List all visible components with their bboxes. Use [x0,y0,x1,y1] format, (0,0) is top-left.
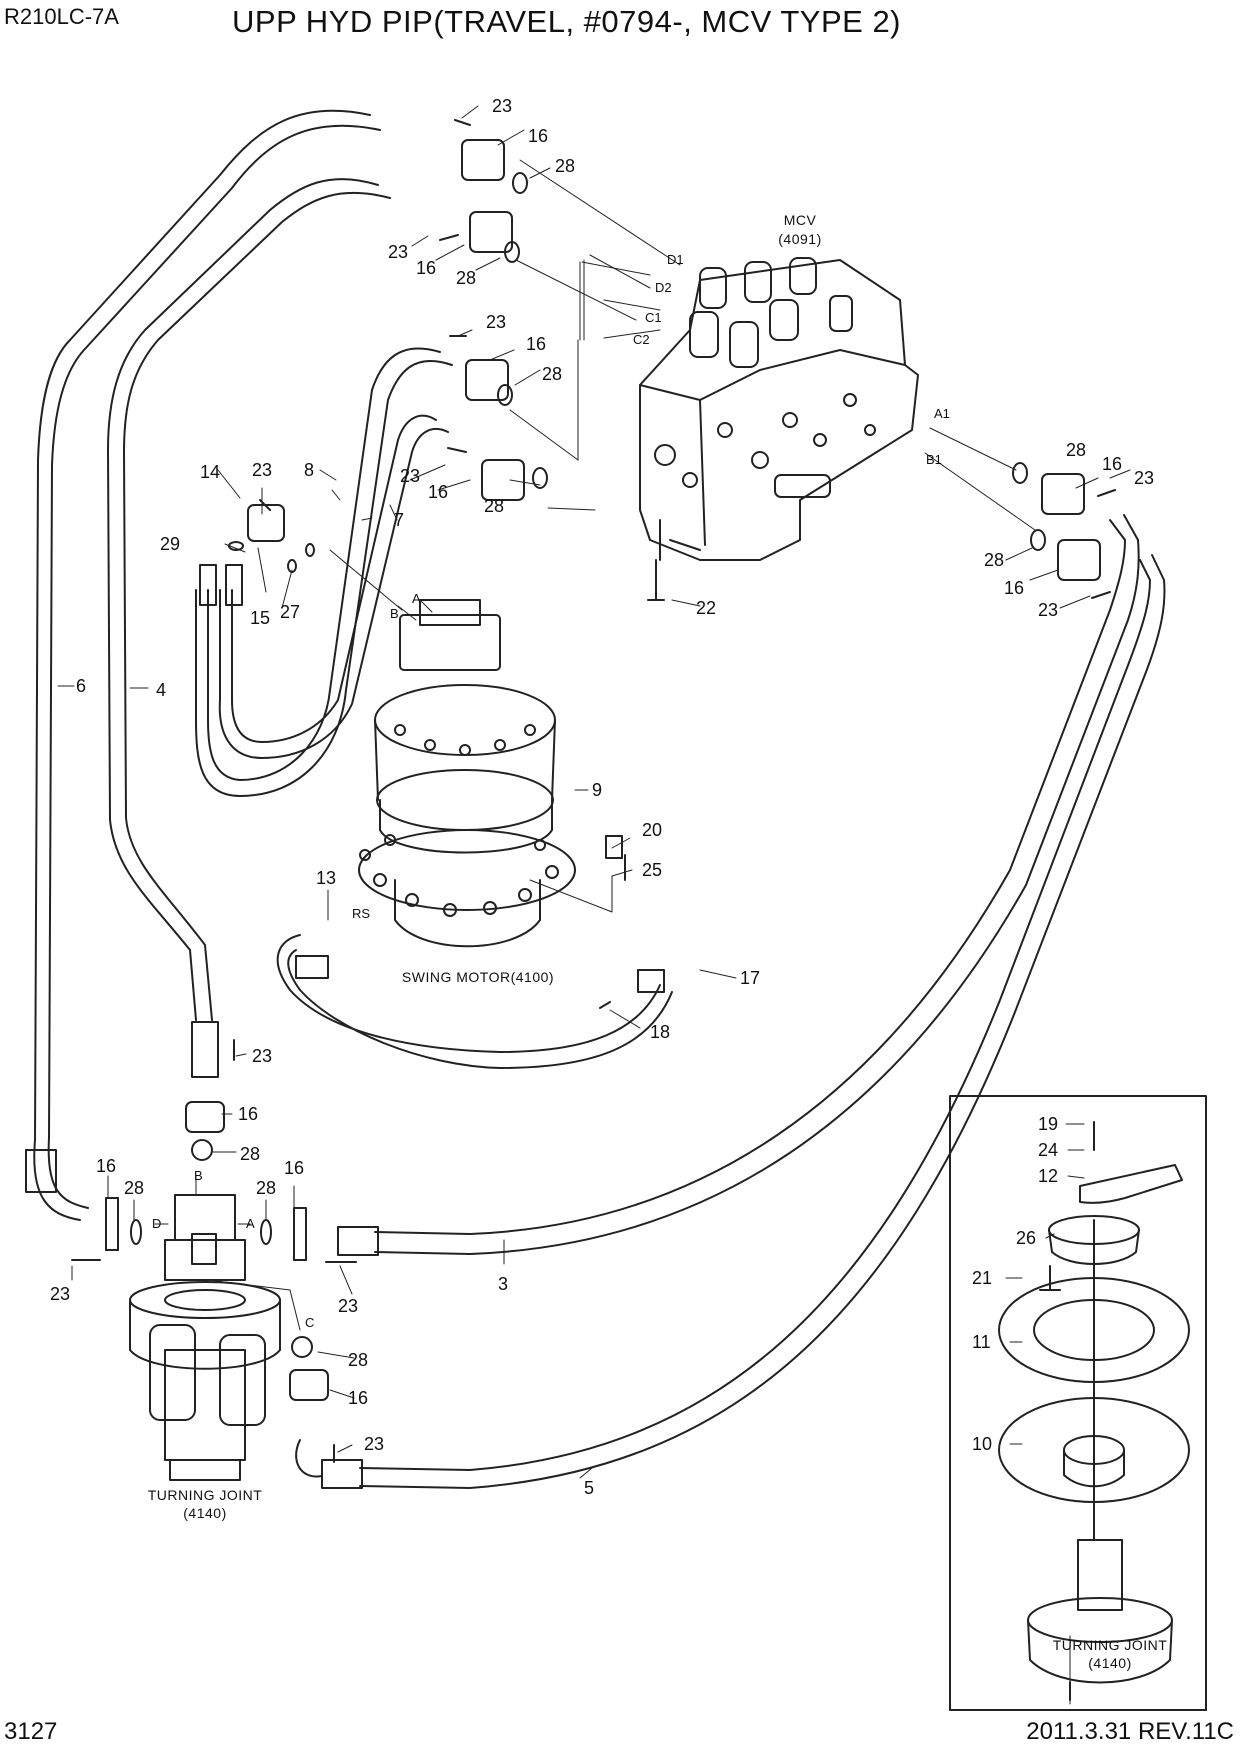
callout-5: 5 [584,1478,594,1498]
callout-16: 16 [284,1158,304,1178]
callout-23: 23 [338,1296,358,1316]
callout-23: 23 [252,460,272,480]
callout-28: 28 [484,496,504,516]
port-label-a1: A1 [934,406,950,421]
callout-28: 28 [456,268,476,288]
callout-11: 11 [972,1332,991,1352]
callout-16: 16 [528,126,548,146]
hose-8 [195,347,453,797]
callout-20: 20 [642,820,662,840]
callout-16: 16 [1102,454,1122,474]
bolts [71,119,1116,1463]
callout-28: 28 [240,1144,260,1164]
callout-25: 25 [642,860,662,880]
callout-3: 3 [498,1274,508,1294]
callout-12: 12 [1038,1166,1058,1186]
part-callouts: 23 16 28 23 16 28 23 16 28 23 16 28 22 2… [50,96,1154,1498]
callout-7: 7 [394,510,404,530]
model-number: R210LC-7A [4,4,119,29]
swing-motor-label: SWING MOTOR(4100) [402,969,554,985]
callout-23: 23 [400,466,420,486]
hose-5 [295,554,1166,1489]
callout-18: 18 [650,1022,670,1042]
turning-joint-port-d: D [152,1216,161,1231]
port-label-b: B [390,606,399,621]
callout-16: 16 [96,1156,116,1176]
callout-15: 15 [250,608,270,628]
callout-23: 23 [252,1046,272,1066]
callout-23: 23 [364,1434,384,1454]
page-number: 3127 [4,1718,58,1745]
callout-23: 23 [492,96,512,116]
hose-4 [107,178,391,1078]
callout-28: 28 [348,1350,368,1370]
callout-23: 23 [1134,468,1154,488]
port-label-c1: C1 [645,310,662,325]
port-label-d2: D2 [655,280,672,295]
turning-joint-label: TURNING JOINT [148,1487,263,1503]
turning-joint-code: (4140) [183,1505,226,1521]
mcv-code: (4091) [778,231,821,247]
callout-6: 6 [76,676,86,696]
callout-10: 10 [972,1434,992,1454]
port-label-rs: RS [352,906,370,921]
callout-16: 16 [428,482,448,502]
callout-23: 23 [486,312,506,332]
hose-fitting-15 [199,564,243,606]
callout-28: 28 [542,364,562,384]
turning-joint-detail-code: (4140) [1088,1655,1131,1671]
callout-13: 13 [316,868,336,888]
callout-29: 29 [160,534,180,554]
callout-9: 9 [592,780,602,800]
callout-23: 23 [388,242,408,262]
callout-17: 17 [740,968,760,988]
flange-clamps-16 [105,139,1101,1401]
port-labels: D1 D2 C1 C2 A1 B1 A B RS B D A C [152,252,950,1330]
callout-26: 26 [1016,1228,1036,1248]
mcv-label: MCV [784,212,817,228]
callout-14: 14 [200,462,220,482]
hose-3 [337,514,1140,1256]
mcv-valve [639,257,919,601]
callout-28: 28 [555,156,575,176]
callout-28: 28 [984,550,1004,570]
callout-23: 23 [1038,600,1058,620]
callout-27: 27 [280,602,300,622]
turning-joint [129,1194,281,1481]
component-captions: MCV (4091) SWING MOTOR(4100) TURNING JOI… [148,212,1168,1671]
callout-16: 16 [526,334,546,354]
callout-28: 28 [1066,440,1086,460]
port-label-d1: D1 [667,252,684,267]
turning-joint-detail-label: TURNING JOINT [1053,1637,1168,1653]
turning-joint-detail-frame [949,1095,1207,1711]
revision-date: 2011.3.31 REV.11C [1026,1718,1234,1745]
callout-16: 16 [1004,578,1024,598]
callout-28: 28 [124,1178,144,1198]
callout-23: 23 [50,1284,70,1304]
callout-24: 24 [1038,1140,1058,1160]
turning-joint-port-c: C [305,1315,314,1330]
turning-joint-port-a: A [246,1216,255,1231]
callout-16: 16 [238,1104,258,1124]
hose-7 [218,414,449,759]
callout-8: 8 [304,460,314,480]
port-label-a: A [412,591,421,606]
callout-28: 28 [256,1178,276,1198]
swing-motor [358,599,576,948]
page-title: UPP HYD PIP(TRAVEL, #0794-, MCV TYPE 2) [232,4,902,39]
callout-19: 19 [1038,1114,1058,1134]
port-label-c2: C2 [633,332,650,347]
leader-lines [57,105,1131,1705]
callout-22: 22 [696,598,716,618]
turning-joint-port-b: B [194,1168,203,1183]
port-label-b1: B1 [926,452,942,467]
hose-18 [276,934,673,1069]
callout-4: 4 [156,680,166,700]
callout-16: 16 [348,1388,368,1408]
hose-6 [25,109,381,1221]
callout-16: 16 [416,258,436,278]
callout-21: 21 [972,1268,992,1288]
